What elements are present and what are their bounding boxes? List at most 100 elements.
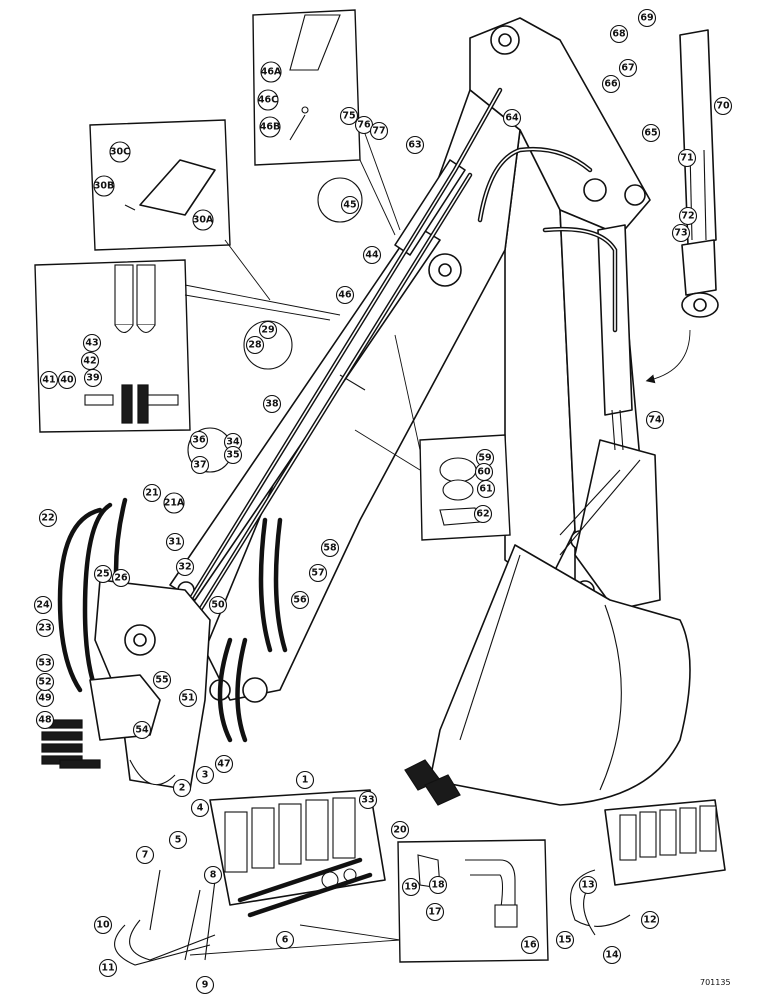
callout-label: 73 xyxy=(674,228,687,239)
callout-45: 45 xyxy=(340,195,360,215)
callout-46c: 46C xyxy=(257,89,279,111)
callout-label: 62 xyxy=(476,509,489,520)
callout-label: 55 xyxy=(155,675,168,686)
callout-label: 38 xyxy=(265,399,279,410)
callout-label: 74 xyxy=(648,415,662,426)
callout-29: 29 xyxy=(258,320,278,340)
callout-label: 30A xyxy=(193,215,214,226)
callout-label: 45 xyxy=(343,200,356,211)
callout-73: 73 xyxy=(671,223,691,243)
callout-67: 67 xyxy=(618,58,638,78)
callout-label: 4 xyxy=(197,803,204,814)
callout-36: 36 xyxy=(189,430,209,450)
callout-46a: 46A xyxy=(260,61,282,83)
callout-52: 52 xyxy=(35,672,55,692)
callout-label: 30B xyxy=(94,181,114,192)
callout-30c: 30C xyxy=(109,141,131,163)
callout-64: 64 xyxy=(502,108,522,128)
callout-77: 77 xyxy=(369,121,389,141)
control-valve xyxy=(209,789,386,906)
callout-label: 67 xyxy=(621,63,634,74)
callout-label: 76 xyxy=(357,120,371,131)
callout-label: 23 xyxy=(38,623,51,634)
callout-label: 75 xyxy=(342,111,355,122)
inset-clamp xyxy=(419,434,511,541)
callout-8: 8 xyxy=(203,865,223,885)
callout-label: 16 xyxy=(523,940,537,951)
callout-label: 7 xyxy=(142,850,149,861)
callout-9: 9 xyxy=(195,975,215,995)
inset-tube-clamp xyxy=(397,839,549,963)
callout-label: 21A xyxy=(164,498,185,509)
callout-label: 9 xyxy=(202,980,209,991)
callout-57: 57 xyxy=(308,563,328,583)
callout-label: 52 xyxy=(38,677,51,688)
callout-label: 46 xyxy=(338,290,352,301)
callout-55: 55 xyxy=(152,670,172,690)
callout-50: 50 xyxy=(208,595,228,615)
callout-label: 56 xyxy=(293,595,307,606)
callout-59: 59 xyxy=(475,448,495,468)
callout-label: 41 xyxy=(42,375,55,386)
figure-id-label: 701135 xyxy=(700,978,731,987)
callout-label: 48 xyxy=(38,715,52,726)
callout-label: 2 xyxy=(179,783,186,794)
valve-tube-lines xyxy=(114,857,373,966)
callout-46b: 46B xyxy=(259,116,281,138)
callout-71: 71 xyxy=(677,148,697,168)
callout-label: 5 xyxy=(175,835,182,846)
callout-label: 64 xyxy=(505,113,519,124)
callout-label: 20 xyxy=(393,825,407,836)
callout-30b: 30B xyxy=(93,175,115,197)
callout-28: 28 xyxy=(245,335,265,355)
callout-label: 53 xyxy=(38,658,51,669)
callout-13: 13 xyxy=(578,875,598,895)
bucket-cylinder-detail xyxy=(645,29,719,384)
callout-20: 20 xyxy=(390,820,410,840)
callout-label: 30C xyxy=(110,147,130,158)
callout-label: 42 xyxy=(83,356,96,367)
callout-69: 69 xyxy=(637,8,657,28)
callout-label: 10 xyxy=(96,920,110,931)
callout-label: 18 xyxy=(431,880,445,891)
callout-label: 69 xyxy=(640,13,653,24)
callout-49: 49 xyxy=(35,688,55,708)
callout-7: 7 xyxy=(135,845,155,865)
callout-label: 63 xyxy=(408,140,421,151)
callout-19: 19 xyxy=(401,877,421,897)
callout-58: 58 xyxy=(320,538,340,558)
callout-2: 2 xyxy=(172,778,192,798)
callout-label: 46A xyxy=(261,67,282,78)
bucket xyxy=(404,544,691,806)
callout-label: 34 xyxy=(226,437,240,448)
callout-label: 36 xyxy=(192,435,206,446)
boom-assembly xyxy=(204,17,661,703)
callout-21: 21 xyxy=(142,483,162,503)
callout-70: 70 xyxy=(713,96,733,116)
callout-label: 49 xyxy=(38,693,51,704)
callout-6: 6 xyxy=(275,930,295,950)
callout-1: 1 xyxy=(295,770,315,790)
callout-30a: 30A xyxy=(192,209,214,231)
callout-layer: 12345678910111213141516171819202121A2223… xyxy=(33,8,733,995)
callout-label: 54 xyxy=(135,725,149,736)
callout-12: 12 xyxy=(640,910,660,930)
callout-label: 43 xyxy=(85,338,98,349)
callout-label: 33 xyxy=(361,795,374,806)
callout-label: 21 xyxy=(145,488,158,499)
inset-cylinder-46 xyxy=(252,9,361,166)
callout-68: 68 xyxy=(609,24,629,44)
callout-label: 46B xyxy=(260,122,280,133)
callout-label: 13 xyxy=(581,880,594,891)
callout-23: 23 xyxy=(35,618,55,638)
callout-label: 59 xyxy=(478,453,491,464)
callout-label: 70 xyxy=(716,101,730,112)
callout-label: 35 xyxy=(226,450,239,461)
callout-label: 6 xyxy=(282,935,289,946)
callout-label: 65 xyxy=(644,128,657,139)
callout-76: 76 xyxy=(354,115,374,135)
callout-label: 1 xyxy=(302,775,309,786)
callout-66: 66 xyxy=(601,74,621,94)
callout-label: 3 xyxy=(202,770,209,781)
